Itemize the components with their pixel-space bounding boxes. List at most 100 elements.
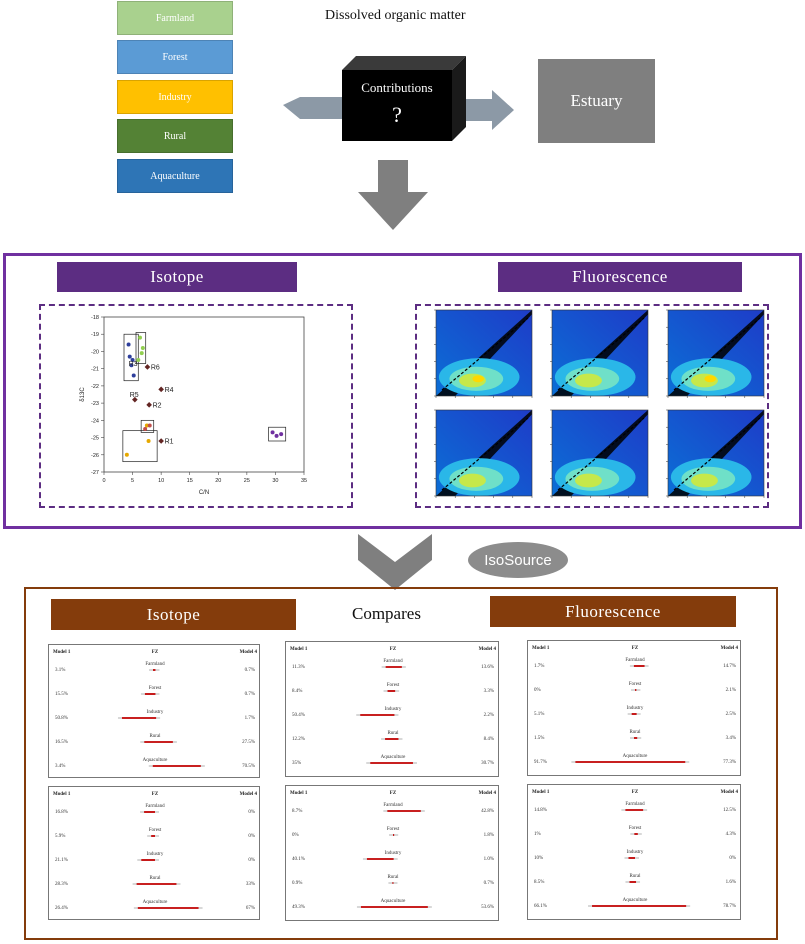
- source-point: [140, 346, 145, 350]
- eem-frame: [551, 309, 649, 397]
- eem-scatter-line: [557, 417, 645, 491]
- source-point: [131, 373, 136, 378]
- row-left-value: 35%: [292, 761, 301, 766]
- point-label: R4: [165, 387, 174, 394]
- row-right-value: 3.4%: [726, 736, 736, 741]
- row-right-value: 42.8%: [481, 809, 494, 814]
- row-category: Farmland: [383, 803, 403, 808]
- panel-header-left: Model 1: [53, 650, 71, 655]
- row-right-value: 0%: [248, 834, 255, 839]
- source-box-aquaculture: Aquaculture: [117, 159, 233, 193]
- row-category: Farmland: [383, 659, 403, 664]
- fluorescence-header: Fluorescence: [498, 262, 742, 292]
- source-point: [130, 358, 135, 363]
- row-category: Forest: [387, 827, 400, 832]
- eem-scatter-line: [441, 417, 529, 491]
- row-right-value: 0.7%: [245, 692, 255, 697]
- row-category: Farmland: [625, 658, 645, 663]
- row-left-value: 12.2%: [292, 737, 305, 742]
- row-left-value: 3.4%: [55, 764, 65, 769]
- bottom-isotope-label: Isotope: [146, 604, 201, 624]
- eem-scatter-line: [673, 417, 761, 491]
- row-left-value: 15.5%: [55, 692, 68, 697]
- arrow-to-estuary: [463, 90, 514, 130]
- row-left-value: 0%: [534, 688, 541, 693]
- row-category: Farmland: [625, 802, 645, 807]
- panel-header-left: Model 1: [532, 646, 550, 651]
- row-category: Industry: [147, 710, 164, 715]
- y-tick-label: -25: [91, 436, 99, 442]
- row-left-value: 3.1%: [55, 668, 65, 673]
- bottom-isotope-header: Isotope: [51, 599, 296, 630]
- row-left-value: 8.4%: [292, 689, 302, 694]
- row-right-value: 2.1%: [726, 688, 736, 693]
- row-left-value: 16.5%: [55, 740, 68, 745]
- source-box-forest: Forest: [117, 40, 233, 74]
- row-right-value: 30.7%: [481, 761, 494, 766]
- panel-header-right: Model 4: [721, 790, 739, 795]
- fluorescence-header-label: Fluorescence: [572, 267, 668, 286]
- row-category: Rural: [149, 876, 161, 881]
- row-category: Rural: [629, 730, 641, 735]
- row-category: Forest: [387, 683, 400, 688]
- row-left-value: 8.5%: [534, 880, 544, 885]
- chevron-down-icon: [358, 534, 432, 590]
- row-right-value: 70.5%: [242, 764, 255, 769]
- row-category: Rural: [387, 731, 399, 736]
- source-box-farmland: Farmland: [117, 1, 233, 35]
- point-label: R5: [130, 392, 139, 399]
- row-right-value: 13.6%: [481, 665, 494, 670]
- source-point: [124, 452, 129, 457]
- isotope-header: Isotope: [57, 262, 297, 292]
- eem-frame: [435, 309, 533, 397]
- row-category: Industry: [627, 850, 644, 855]
- row-right-value: 67%: [246, 906, 255, 911]
- row-right-value: 1.6%: [726, 880, 736, 885]
- row-right-value: 77.3%: [723, 760, 736, 765]
- row-right-value: 0%: [729, 856, 736, 861]
- row-left-value: 1.5%: [534, 736, 544, 741]
- row-category: Industry: [627, 706, 644, 711]
- group-box: [268, 426, 287, 442]
- eem-peak: [575, 473, 602, 488]
- row-category: Farmland: [145, 662, 165, 667]
- row-right-value: 27.5%: [242, 740, 255, 745]
- x-tick-label: 10: [158, 478, 164, 484]
- panel-header-left: Model 1: [53, 792, 71, 797]
- point-label: R2: [153, 402, 162, 409]
- river-point: [158, 386, 164, 393]
- source-label: Farmland: [155, 12, 195, 24]
- row-right-value: 8.4%: [484, 737, 494, 742]
- eem-peak: [459, 473, 486, 488]
- x-tick-label: 15: [187, 478, 193, 484]
- estuary-label: Estuary: [570, 91, 623, 110]
- x-tick-label: 20: [215, 478, 221, 484]
- y-tick-label: -19: [91, 332, 99, 338]
- row-right-value: 0.7%: [245, 668, 255, 673]
- source-point: [136, 358, 141, 363]
- y-tick-label: -22: [91, 384, 99, 390]
- panel-header-right: Model 4: [479, 647, 497, 652]
- row-category: Aquaculture: [381, 755, 406, 760]
- row-right-value: 4.3%: [726, 832, 736, 837]
- source-point: [127, 354, 132, 359]
- source-point: [146, 439, 151, 443]
- row-left-value: 50.8%: [55, 716, 68, 721]
- row-right-value: 2.5%: [726, 712, 736, 717]
- row-left-value: 16.8%: [55, 810, 68, 815]
- group-box: [122, 430, 158, 463]
- row-category: Aquaculture: [143, 900, 168, 905]
- panel-header-right: Model 4: [240, 650, 258, 655]
- analysis-frame: [3, 253, 802, 529]
- panel-header-right: Model 4: [479, 791, 497, 796]
- row-left-value: 50.4%: [292, 713, 305, 718]
- row-left-value: 28.3%: [55, 882, 68, 887]
- row-category: Farmland: [145, 804, 165, 809]
- contributions-label: Contributions: [361, 80, 433, 95]
